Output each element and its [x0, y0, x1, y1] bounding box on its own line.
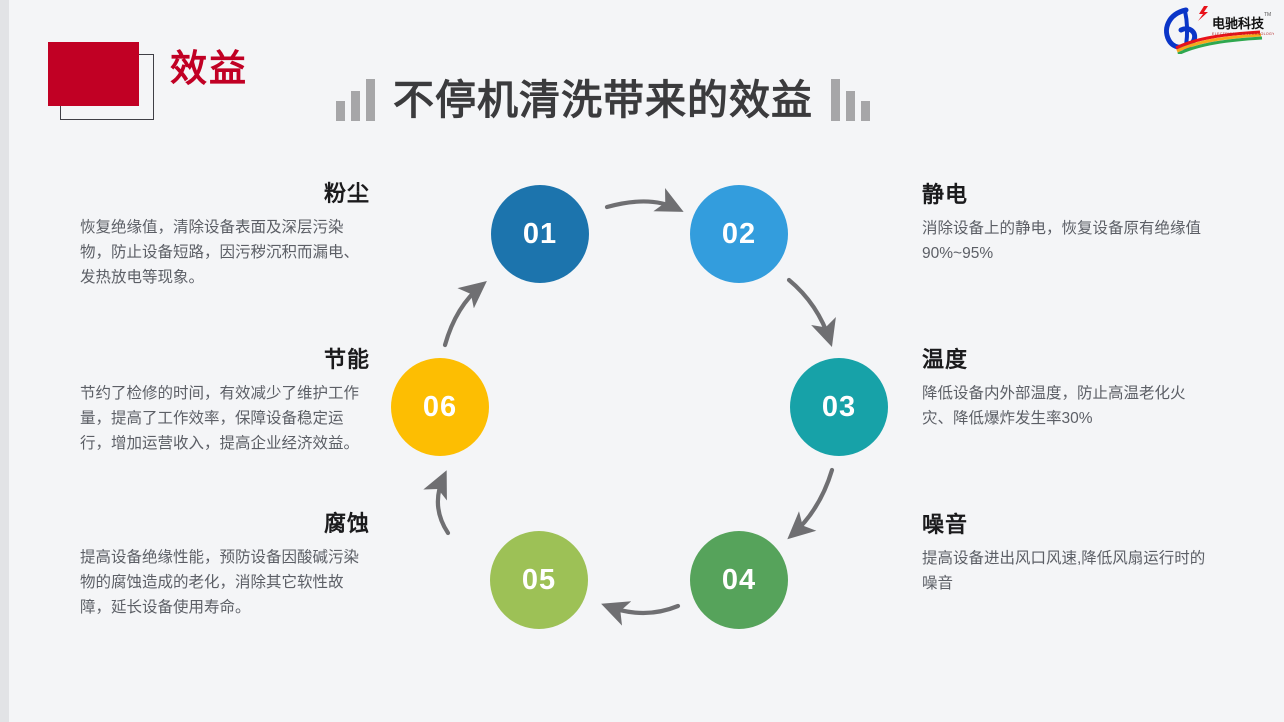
block-body-energy: 节约了检修的时间，有效减少了维护工作量，提高了工作效率，保障设备稳定运行，增加运… — [80, 385, 360, 453]
block-heading-static: 静电 — [922, 182, 969, 207]
arrow-03-to-04 — [787, 467, 835, 540]
block-body-noise: 提高设备进出风口风速,降低风扇运行时的噪音 — [922, 550, 1206, 593]
bar-segment — [351, 91, 360, 121]
logo-brand-en: ELECTRICAL CHI TECHNOLOGY — [1212, 32, 1274, 36]
block-body-static: 消除设备上的静电，恢复设备原有绝缘值90%~95% — [922, 220, 1202, 263]
block-heading-dust: 粉尘 — [323, 181, 370, 206]
section-label: 效益 — [170, 48, 248, 89]
cycle-node-02[interactable]: 02 — [690, 185, 788, 283]
left-edge-band — [0, 0, 9, 722]
content-block-dust: 粉尘 恢复绝缘值，清除设备表面及深层污染物，防止设备短路，因污秽沉积而漏电、发热… — [80, 181, 370, 291]
content-block-noise: 噪音 提高设备进出风口风速,降低风扇运行时的噪音 — [922, 512, 1212, 596]
bar-segment — [831, 79, 840, 121]
logo-trademark: TM — [1264, 12, 1271, 18]
bar-chart-left-icon — [336, 79, 375, 121]
logo-swoosh — [1175, 30, 1263, 56]
arrow-04-to-05 — [601, 601, 681, 626]
section-badge — [48, 42, 158, 120]
cycle-node-03[interactable]: 03 — [790, 358, 888, 456]
bar-segment — [861, 101, 870, 121]
block-body-corrosion: 提高设备绝缘性能，预防设备因酸碱污染物的腐蚀造成的老化，消除其它软性故障，延长设… — [80, 549, 360, 617]
cycle-node-01[interactable]: 01 — [491, 185, 589, 283]
block-heading-noise: 噪音 — [922, 512, 969, 537]
block-body-dust: 恢复绝缘值，清除设备表面及深层污染物，防止设备短路，因污秽沉积而漏电、发热放电等… — [80, 219, 360, 287]
title-row: 不停机清洗带来的效益 — [336, 70, 870, 130]
arrow-02-to-03 — [786, 277, 836, 347]
content-block-static: 静电 消除设备上的静电，恢复设备原有绝缘值90%~95% — [922, 182, 1212, 266]
content-block-energy: 节能 节约了检修的时间，有效减少了维护工作量，提高了工作效率，保障设备稳定运行，… — [80, 347, 370, 457]
block-heading-corrosion: 腐蚀 — [323, 511, 370, 536]
company-logo: 电驰科技 ELECTRICAL CHI TECHNOLOGY TM — [1156, 4, 1275, 56]
block-heading-temperature: 温度 — [922, 347, 969, 372]
badge-filled-square — [48, 42, 139, 106]
bar-chart-right-icon — [831, 79, 870, 121]
content-block-corrosion: 腐蚀 提高设备绝缘性能，预防设备因酸碱污染物的腐蚀造成的老化，消除其它软性故障，… — [80, 511, 370, 621]
cycle-node-06[interactable]: 06 — [391, 358, 489, 456]
bar-segment — [336, 101, 345, 121]
arrow-05-to-06 — [423, 470, 451, 536]
cycle-node-05[interactable]: 05 — [490, 531, 588, 629]
logo-lightning-icon — [1198, 6, 1208, 21]
arrow-06-to-01 — [442, 281, 487, 348]
block-body-temperature: 降低设备内外部温度，防止高温老化火灾、降低爆炸发生率30% — [922, 385, 1186, 428]
bar-segment — [846, 91, 855, 121]
logo-brand-cn: 电驰科技 — [1212, 16, 1265, 31]
arrow-01-to-02 — [604, 187, 684, 212]
block-heading-energy: 节能 — [323, 347, 370, 372]
content-block-temperature: 温度 降低设备内外部温度，防止高温老化火灾、降低爆炸发生率30% — [922, 347, 1212, 431]
page-title: 不停机清洗带来的效益 — [393, 76, 813, 123]
bar-segment — [366, 79, 375, 121]
cycle-node-04[interactable]: 04 — [690, 531, 788, 629]
